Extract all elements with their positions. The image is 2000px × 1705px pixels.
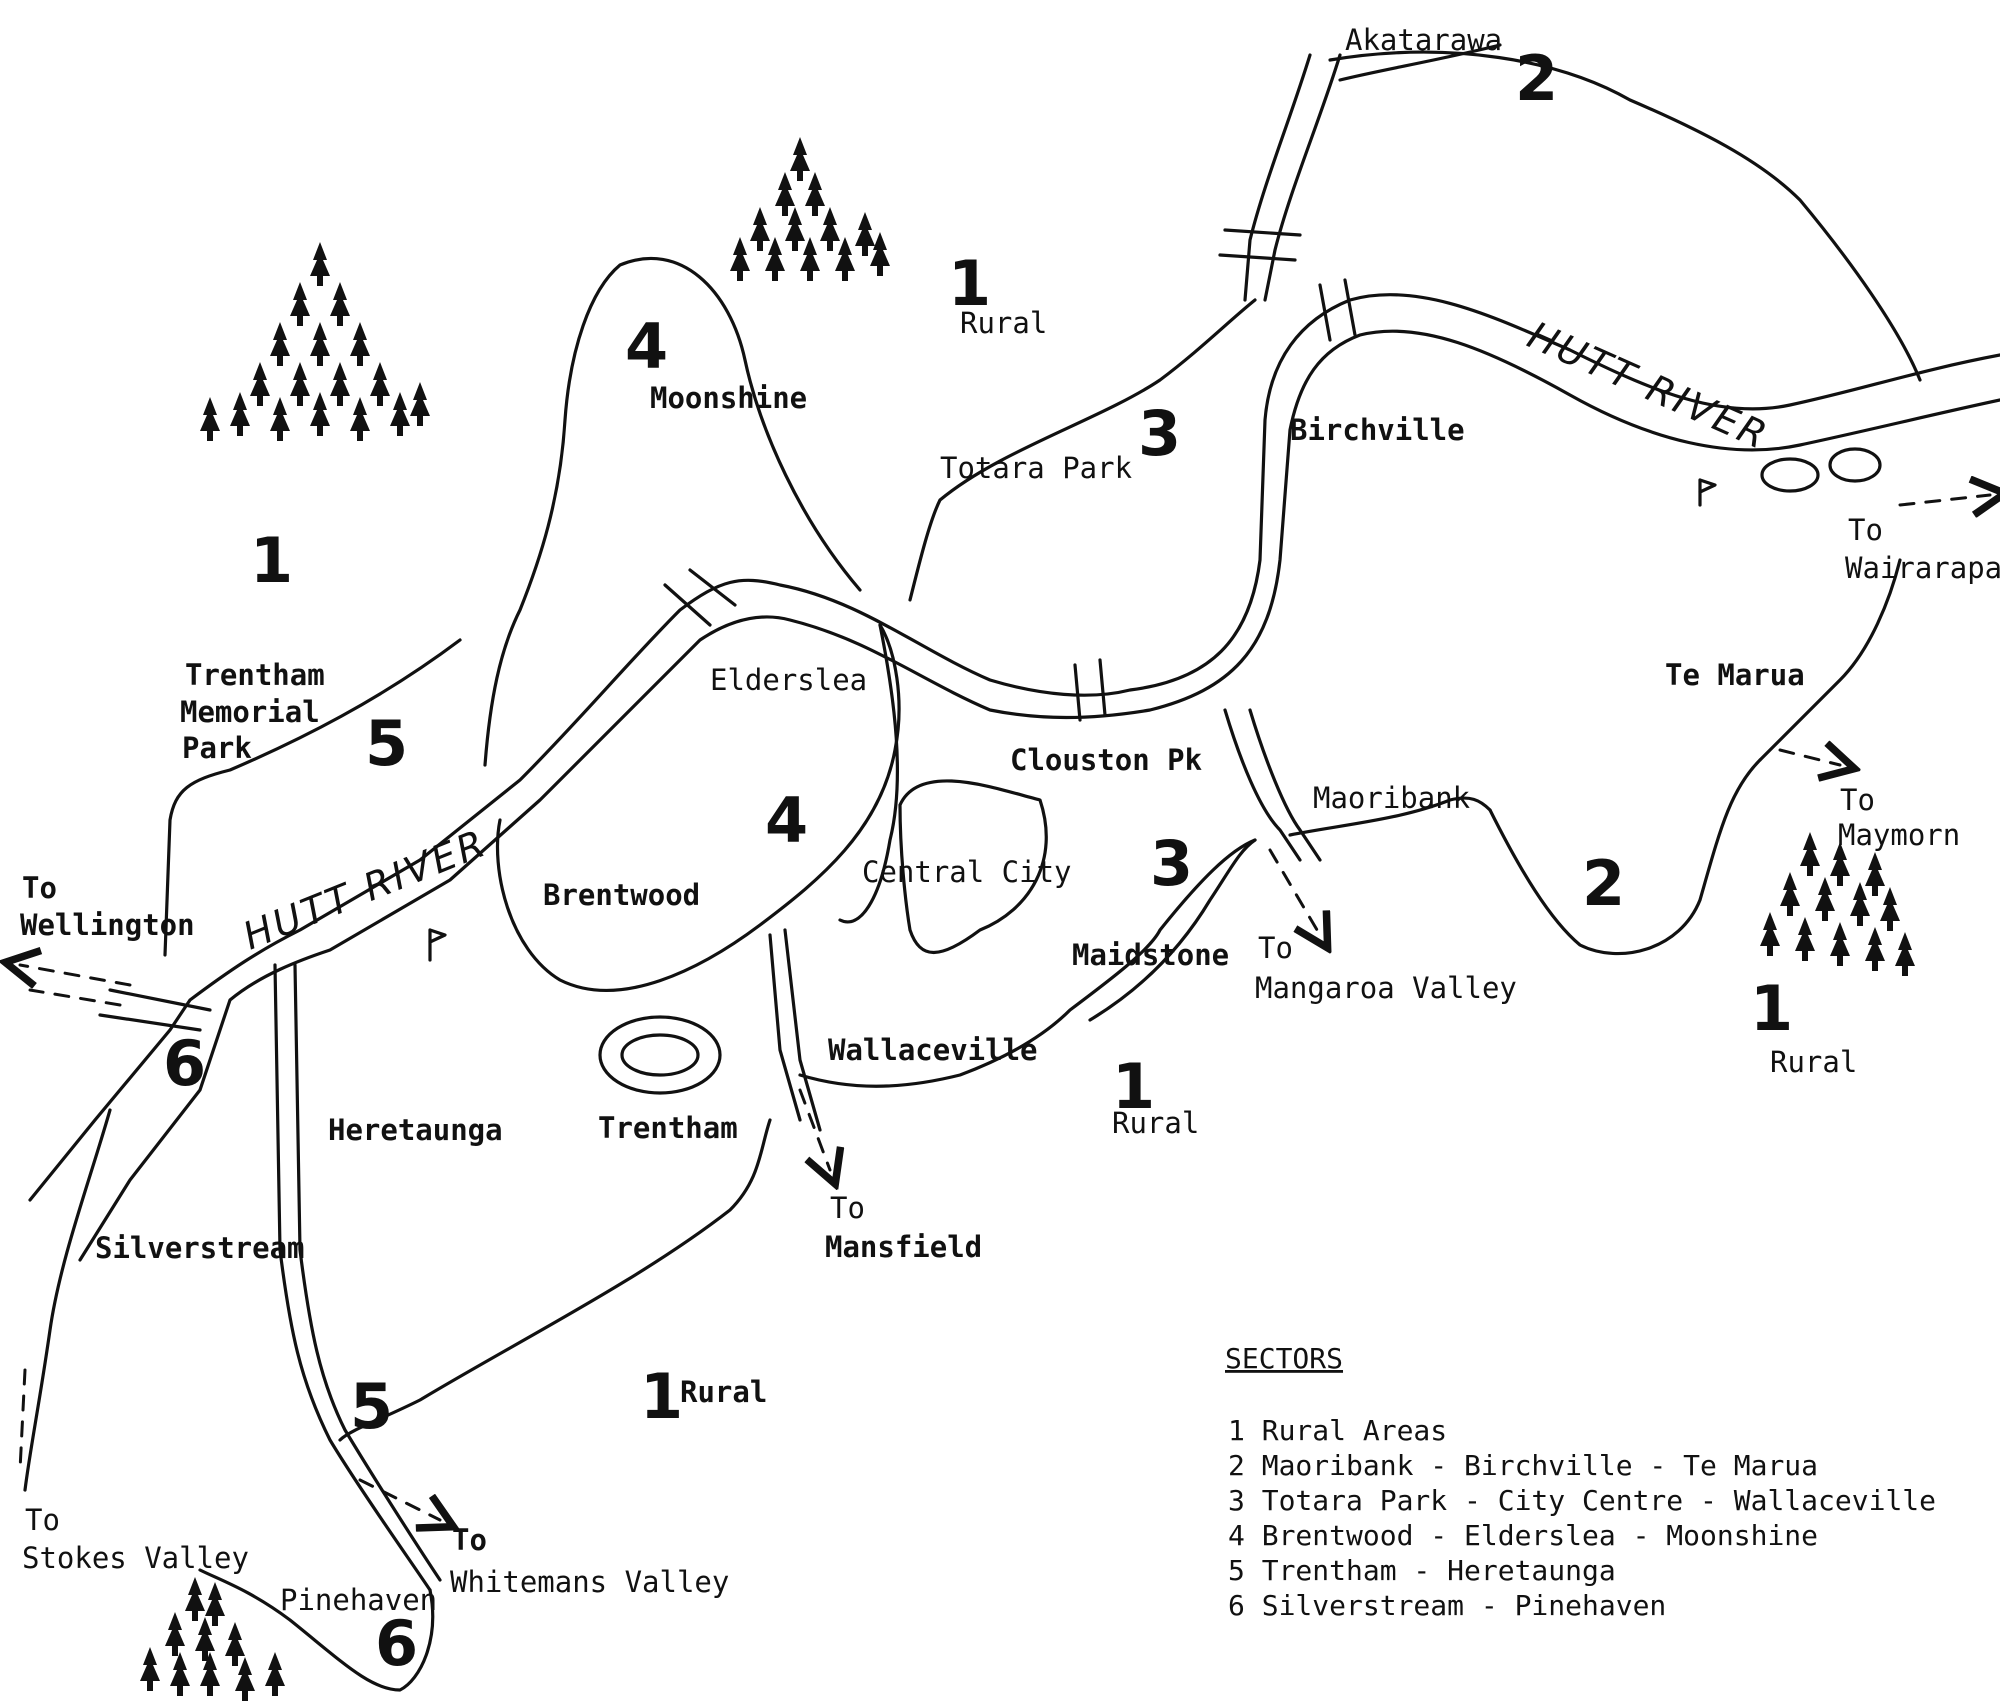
label-rural-south: Rural: [680, 1375, 767, 1409]
label-clouston-pk: Clouston Pk: [1010, 743, 1202, 777]
label-elderslea: Elderslea: [710, 663, 867, 697]
legend-item: 1 Rural Areas: [1228, 1414, 1447, 1447]
label-to-whitemans-2: Whitemans Valley: [450, 1565, 729, 1599]
label-brentwood: Brentwood: [543, 878, 700, 912]
sector-number-4-moonshine: 4: [625, 310, 668, 383]
place-labels: Akatarawa Moonshine Rural Totara Park Bi…: [20, 23, 2000, 1617]
ponds: [598, 447, 1882, 1095]
label-maidstone: Maidstone: [1072, 938, 1229, 972]
dashed-routes: [20, 495, 1990, 1520]
label-trentham-memorial-1: Trentham: [185, 658, 325, 692]
roads-and-boundaries: [23, 50, 1922, 1692]
label-to-wellington-2: Wellington: [20, 908, 195, 942]
forest-west-icon: [200, 242, 430, 441]
flag-markers: [428, 478, 1717, 962]
label-te-marua: Te Marua: [1665, 658, 1805, 692]
label-birchville: Birchville: [1290, 413, 1465, 447]
label-rural-north: Rural: [960, 306, 1047, 340]
river-label-east: HUTT RIVER: [1521, 313, 1775, 459]
label-central-city: Central City: [862, 855, 1072, 889]
sector-number-1-north: 1: [948, 247, 991, 320]
sector-number-1-south: 1: [640, 1360, 683, 1433]
label-akatarawa: Akatarawa: [1345, 23, 1502, 57]
label-to-maymorn-2: Maymorn: [1838, 818, 1960, 852]
forest-north-icon: [730, 137, 890, 281]
label-to-wellington-1: To: [22, 871, 57, 905]
sector-number-2-north: 2: [1515, 42, 1558, 115]
label-to-mansfield-2: Mansfield: [825, 1230, 982, 1264]
label-totara-park: Totara Park: [940, 451, 1133, 485]
label-to-mansfield-1: To: [830, 1191, 865, 1225]
sector-number-6-pinehaven: 6: [375, 1607, 418, 1680]
sector-number-6-silverstream: 6: [163, 1027, 206, 1100]
label-trentham-memorial-2: Memorial: [180, 695, 320, 729]
sector-number-1-west: 1: [250, 524, 293, 597]
legend-item: 4 Brentwood - Elderslea - Moonshine: [1228, 1519, 1818, 1552]
legend-item: 5 Trentham - Heretaunga: [1228, 1554, 1616, 1587]
legend-item: 6 Silverstream - Pinehaven: [1228, 1589, 1666, 1622]
legend-title: SECTORS: [1225, 1342, 1343, 1375]
label-wallaceville: Wallaceville: [828, 1033, 1038, 1067]
sector-number-4-brentwood: 4: [765, 784, 808, 857]
label-trentham: Trentham: [598, 1111, 738, 1145]
legend-item: 2 Maoribank - Birchville - Te Marua: [1228, 1449, 1818, 1482]
legend: SECTORS 1 Rural Areas 2 Maoribank - Birc…: [1225, 1342, 1936, 1622]
label-to-mangaroa-2: Mangaroa Valley: [1255, 971, 1517, 1005]
sector-number-2-temarua: 2: [1582, 847, 1625, 920]
label-to-wairarapa-2: Wairarapa: [1845, 551, 2000, 585]
label-heretaunga: Heretaunga: [328, 1113, 503, 1147]
label-silverstream: Silverstream: [95, 1231, 305, 1265]
sector-number-1-east: 1: [1750, 972, 1793, 1045]
forest-east-icon: [1760, 832, 1915, 976]
label-to-stokes-2: Stokes Valley: [22, 1541, 249, 1575]
river-label-west: HUTT RIVER: [237, 821, 494, 959]
label-to-whitemans-1: To: [452, 1523, 487, 1557]
legend-item: 3 Totara Park - City Centre - Wallacevil…: [1228, 1484, 1936, 1517]
label-to-mangaroa-1: To: [1258, 931, 1293, 965]
sector-number-5-trentham: 5: [365, 707, 408, 780]
label-pinehaven: Pinehaven: [280, 1583, 437, 1617]
hutt-river: [28, 293, 2000, 1262]
akatarawa-river: [1243, 43, 1502, 302]
sector-number-5-heretaunga: 5: [350, 1370, 393, 1443]
label-trentham-memorial-3: Park: [182, 731, 252, 765]
label-rural-east: Rural: [1112, 1106, 1199, 1140]
sector-numbers: 2 1 4 3 1 5 4 3 2 1 6 1 1 5 6: [163, 42, 1793, 1680]
label-moonshine: Moonshine: [650, 381, 807, 415]
label-rural-east-far: Rural: [1770, 1045, 1857, 1079]
bridges: [98, 228, 1357, 1032]
label-maoribank: Maoribank: [1313, 781, 1471, 815]
label-to-maymorn-1: To: [1840, 783, 1875, 817]
sector-number-3-totara: 3: [1138, 397, 1181, 470]
sector-number-1-central: 1: [1112, 1050, 1155, 1123]
forest-south-icon: [140, 1577, 285, 1701]
label-to-stokes-1: To: [25, 1503, 60, 1537]
label-to-wairarapa-1: To: [1848, 513, 1883, 547]
sector-number-3-maidstone: 3: [1150, 827, 1193, 900]
